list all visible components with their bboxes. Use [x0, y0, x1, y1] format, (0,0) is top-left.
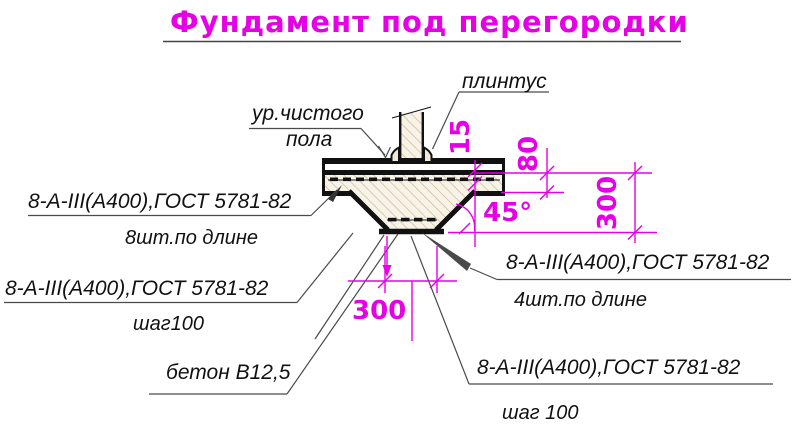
rebar-right-spec: 8-А-III(А400),ГОСТ 5781-82 — [477, 356, 741, 379]
partition-wall-hatch — [401, 112, 422, 162]
spec-top-leader — [310, 189, 338, 216]
rebar-top-note: 8шт.по длине — [125, 227, 258, 249]
plinth-left — [390, 145, 400, 163]
step100-right-leader — [410, 235, 470, 385]
dim-300-depth: 300 — [593, 175, 623, 231]
dim-80: 80 — [514, 135, 544, 173]
foundation-outline — [322, 112, 505, 196]
spec-bottom-spike-arrow — [421, 232, 471, 271]
dim15-tick-1 — [467, 162, 483, 178]
slope-left — [347, 189, 390, 232]
down-arrow-head — [382, 265, 392, 277]
angle-arc — [455, 203, 476, 232]
rebar-bottom-row — [387, 217, 437, 222]
slab-left-edge — [322, 158, 325, 196]
rebar-top-row — [328, 177, 500, 182]
rebar-top-spec: 8-А-III(А400),ГОСТ 5781-82 — [28, 190, 292, 213]
dim-300-width: 300 — [352, 296, 407, 326]
floor-top-line — [322, 158, 505, 164]
dim300-depth-tick-2 — [627, 225, 643, 240]
concrete-label: бетон В12,5 — [166, 361, 291, 384]
leader-lines — [4, 40, 791, 395]
concrete-hatch — [325, 112, 502, 229]
drawing-title: Фундамент под перегородки — [170, 5, 689, 39]
floor-level-label-line1: ур.чистого — [252, 102, 364, 125]
dim-15: 15 — [446, 118, 476, 156]
plinth-right — [423, 145, 433, 163]
floor-level-label-line2: пола — [286, 128, 333, 151]
dimension-lines — [348, 148, 657, 341]
rebar-left-note: шаг100 — [133, 313, 204, 335]
spec-left-leader — [296, 232, 354, 303]
dim-45-angle: 45° — [483, 198, 533, 228]
dim80-tick-2 — [539, 185, 555, 200]
rebar-left-spec: 8-А-III(А400),ГОСТ 5781-82 — [5, 277, 269, 300]
dim300-depth-tick-1 — [627, 165, 643, 181]
wall-left-edge — [399, 112, 402, 162]
plinth-leader — [431, 91, 460, 150]
plinth-label: плинтус — [462, 70, 547, 93]
step100-left-leader — [314, 234, 385, 340]
rebar-bottom-spec: 8-А-III(А400),ГОСТ 5781-82 — [506, 251, 770, 274]
dim15-tick-2 — [467, 176, 483, 191]
angle-tick — [458, 222, 471, 235]
spec-top-arrowhead — [328, 185, 342, 202]
slab-right-edge — [502, 158, 505, 196]
slope-right — [434, 189, 477, 232]
floor-second-line — [322, 170, 505, 175]
rebar-bottom-note: 4шт.по длине — [514, 289, 647, 311]
dim80-tick-1 — [539, 165, 555, 181]
concrete-leader — [286, 233, 399, 395]
wall-right-edge — [421, 112, 424, 162]
wall-break-line — [391, 106, 432, 119]
floor-level-arrow — [377, 145, 392, 159]
plinth-shapes — [390, 145, 433, 163]
rebar-right-note: шаг 100 — [502, 402, 579, 424]
spec-bottom-leader — [469, 267, 498, 281]
